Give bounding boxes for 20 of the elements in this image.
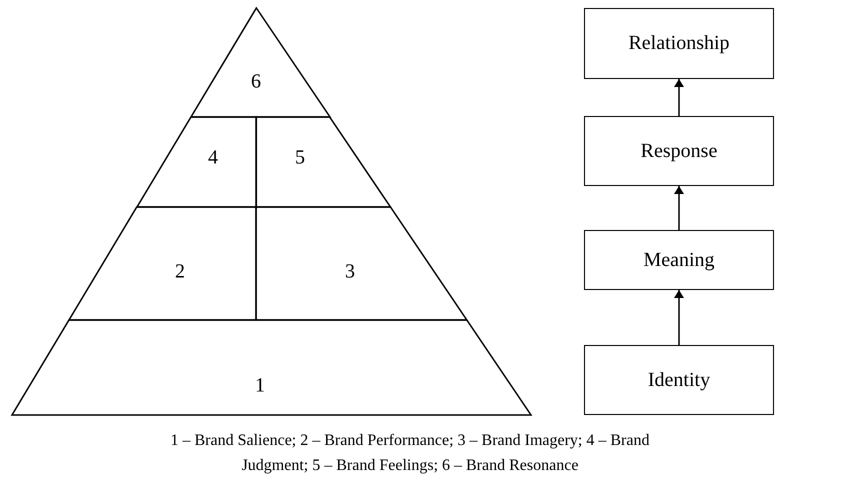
level-number: 3 bbox=[345, 260, 355, 284]
pyramid-level bbox=[68, 207, 256, 320]
level-number: 1 bbox=[255, 374, 265, 398]
level-number: 2 bbox=[174, 260, 185, 284]
pyramid-level bbox=[12, 320, 531, 415]
level-number: 4 bbox=[208, 146, 218, 170]
stage-box: Relationship bbox=[584, 8, 774, 79]
pyramid-level bbox=[256, 207, 467, 320]
level-number: 6 bbox=[250, 70, 261, 94]
level-number: 5 bbox=[295, 146, 305, 170]
pyramid-level bbox=[256, 117, 390, 207]
caption: 1 – Brand Salience; 2 – Brand Performance; 3 – Brand Imagery; 4 – Brand Judgment; 5 – Brand Feelings; 6 – Brand Resonance bbox=[170, 431, 650, 476]
stage-box: Meaning bbox=[584, 230, 774, 290]
arrow bbox=[674, 79, 684, 116]
stage-box: Response bbox=[584, 116, 774, 186]
stage-box: Identity bbox=[584, 345, 774, 415]
arrow bbox=[674, 290, 684, 345]
arrow bbox=[674, 186, 684, 230]
pyramid-level bbox=[136, 117, 256, 207]
pyramid-level bbox=[190, 8, 330, 117]
